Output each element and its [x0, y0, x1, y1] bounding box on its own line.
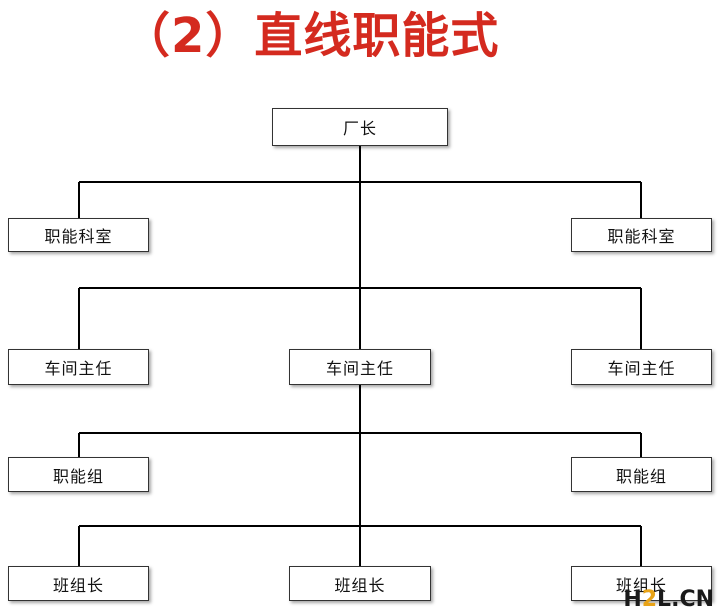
node-functional-group-right: 职能组 [571, 457, 712, 492]
node-workshop-director-center: 车间主任 [289, 349, 431, 385]
node-workshop-director-left: 车间主任 [8, 349, 149, 385]
watermark-2: 2 [641, 587, 658, 612]
node-staff-office-right: 职能科室 [571, 218, 712, 252]
node-director: 厂长 [272, 108, 448, 146]
watermark-h: H [623, 587, 642, 612]
watermark-l: L [657, 587, 672, 612]
node-staff-office-left: 职能科室 [8, 218, 149, 252]
node-team-leader-left: 班组长 [8, 566, 149, 601]
node-team-leader-right: 班组长 [571, 566, 712, 601]
slide-title: （2）直线职能式 [122, 8, 500, 64]
node-team-leader-center: 班组长 [289, 566, 431, 601]
node-workshop-director-right: 车间主任 [571, 349, 712, 385]
node-functional-group-left: 职能组 [8, 457, 149, 492]
site-watermark: H2L.CN [623, 588, 714, 612]
watermark-cn: CN [679, 587, 714, 612]
watermark-dot: . [671, 587, 680, 612]
